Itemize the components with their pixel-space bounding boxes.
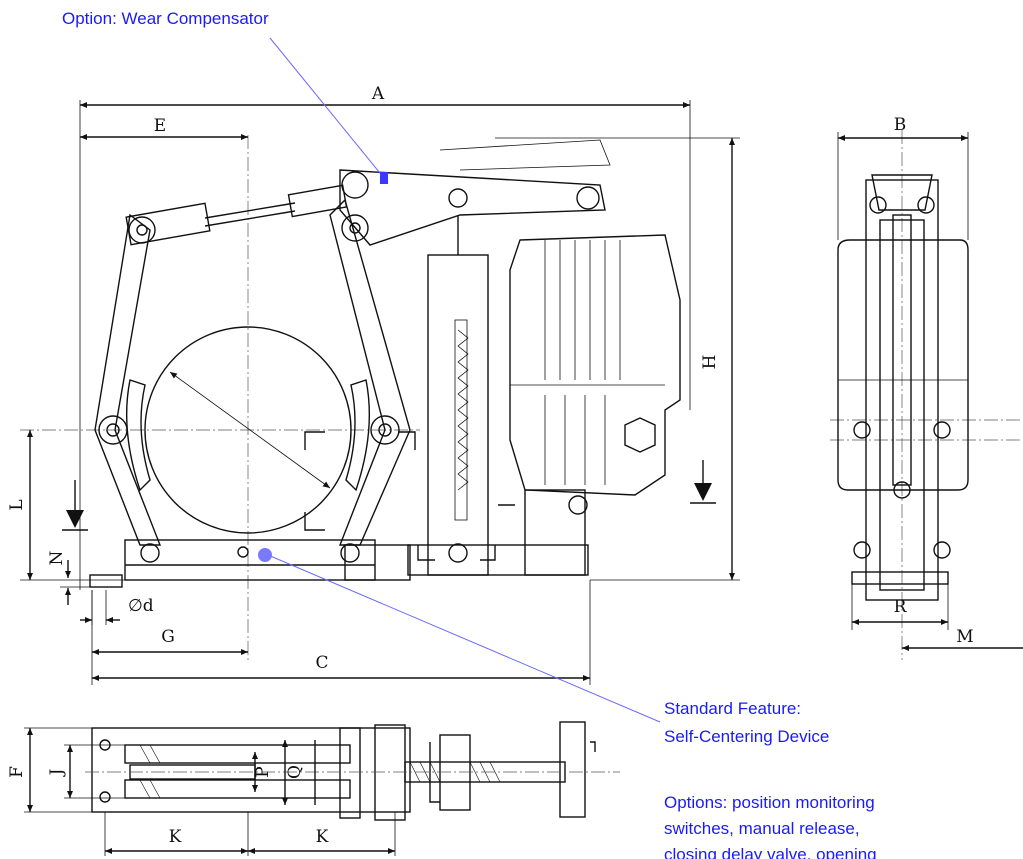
section-marker-left (62, 480, 88, 531)
dim-label-Q: Q (285, 765, 305, 779)
wear-compensator-leader (269, 37, 385, 179)
callouts: Option: Wear Compensator Standard Featur… (62, 9, 877, 859)
callout-options-line1: Options: position monitoring (664, 793, 875, 812)
dim-label-L: L (7, 499, 27, 510)
callout-self-centering-line1: Standard Feature: (664, 699, 801, 718)
callout-options-line3: closing delay valve, opening (664, 845, 877, 859)
callout-wear-compensator: Option: Wear Compensator (62, 9, 269, 28)
callout-options-line2: switches, manual release, (664, 819, 860, 838)
dim-label-d: ∅d (128, 596, 154, 616)
brake-arm-left (94, 213, 162, 546)
dim-label-G: G (161, 627, 175, 647)
dim-label-H: H (700, 355, 720, 370)
dim-label-C: C (315, 653, 328, 673)
pivot-pins (98, 171, 600, 563)
thruster-motor (509, 234, 681, 496)
top-lever (339, 169, 606, 246)
brake-drum (144, 326, 352, 534)
pull-rod (125, 202, 211, 246)
dim-label-A: A (371, 84, 385, 104)
dim-label-P: P (253, 766, 273, 777)
dim-label-N: N (47, 550, 67, 565)
dim-label-R: R (894, 597, 908, 617)
dim-label-M: M (956, 627, 973, 647)
dim-label-J: J (47, 768, 67, 777)
dim-label-K-left: K (169, 827, 182, 847)
side-motor-housing (837, 239, 969, 491)
callout-self-centering-line2: Self-Centering Device (664, 727, 829, 746)
dim-label-B: B (894, 115, 907, 135)
brake-shoe-right (345, 379, 371, 492)
self-centering-leader (267, 554, 661, 723)
top-view: F J P Q K K (7, 721, 620, 856)
top-base-plate (91, 727, 411, 813)
wear-compensator-marker (380, 172, 388, 184)
self-centering-marker (258, 548, 272, 562)
dim-label-E: E (154, 116, 166, 136)
side-view: B R M (830, 115, 1023, 660)
thruster-cylinder (427, 254, 489, 576)
section-marker-right (690, 460, 716, 504)
brake-shoe-left (125, 379, 151, 492)
front-view: A E H L N ∅d (7, 84, 740, 685)
brake-arm-right (329, 198, 411, 546)
dim-label-K-right: K (316, 827, 329, 847)
dim-label-F: F (7, 766, 27, 778)
